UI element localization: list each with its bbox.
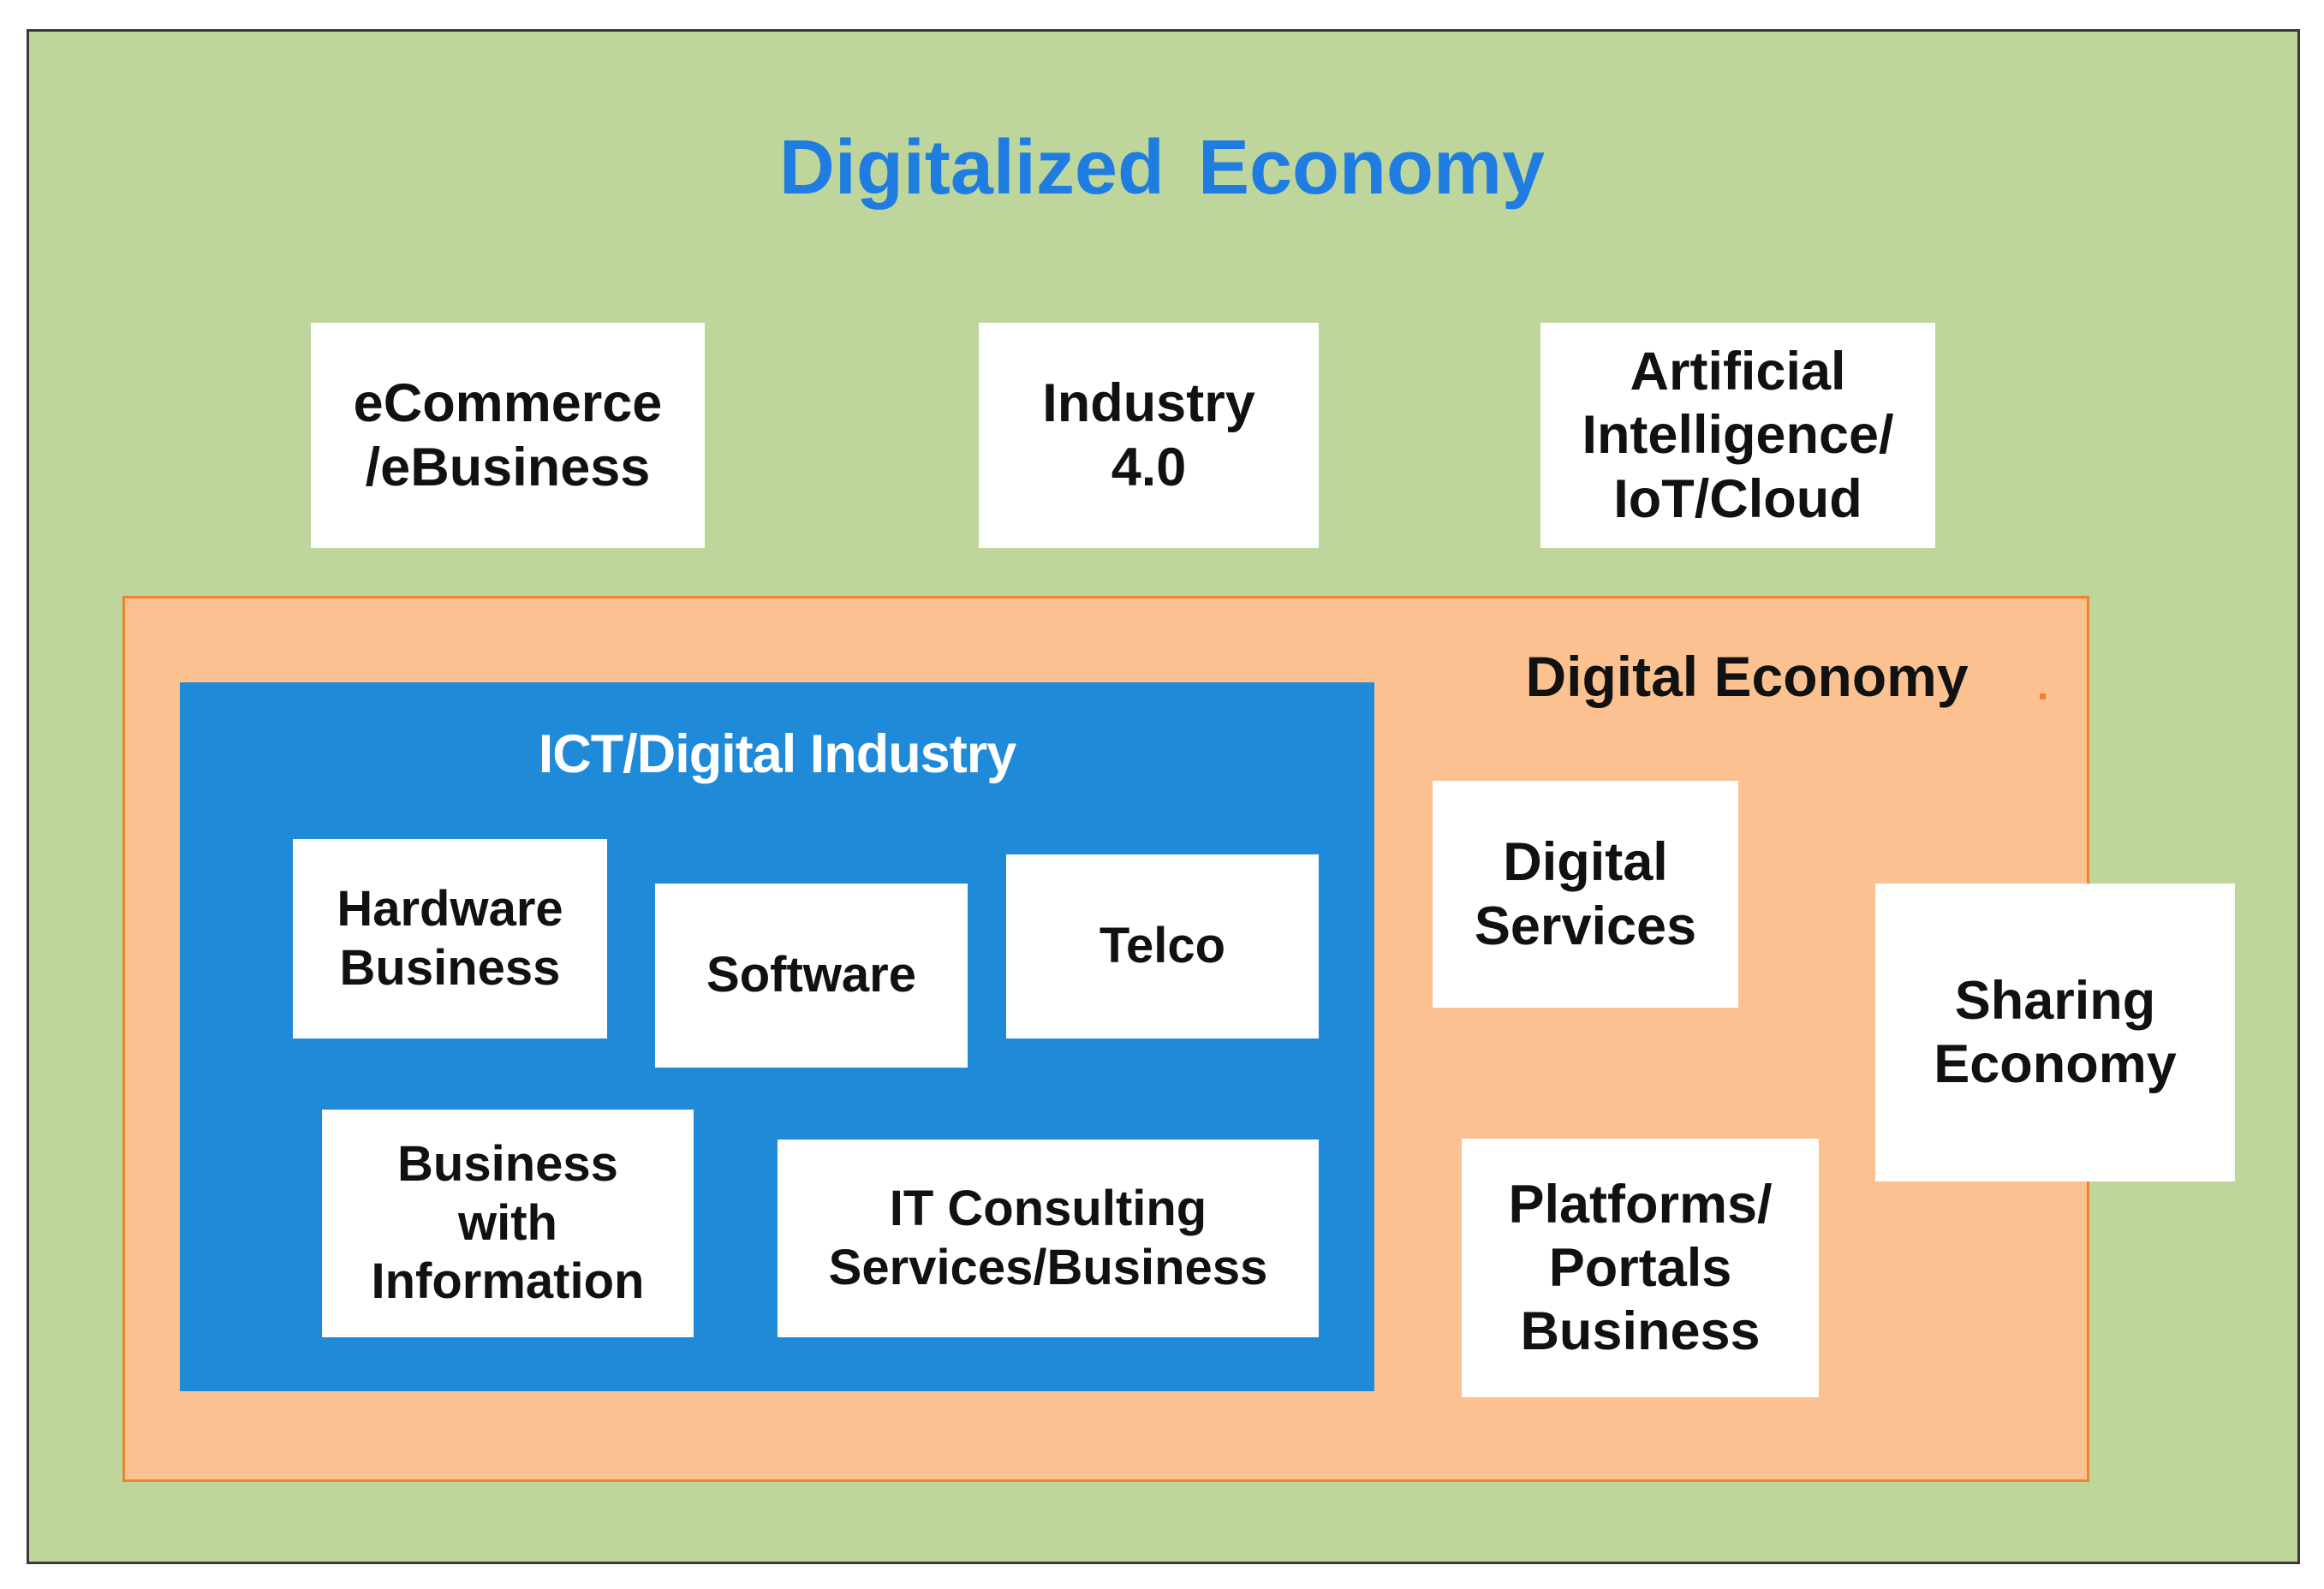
digital-economy-title: Digital Economy: [1525, 645, 1969, 708]
it-consulting-box: IT Consulting Services/Business: [778, 1140, 1319, 1337]
industry-box: Industry 4.0: [979, 323, 1319, 548]
sharing-economy-box: Sharing Economy: [1875, 884, 2235, 1181]
hardware-business-label: Hardware Business: [337, 881, 563, 996]
ict-digital-industry-title: ICT/Digital Industry: [538, 724, 1017, 784]
sharing-economy-label: Sharing Economy: [1934, 970, 2177, 1094]
industry-label: Industry 4.0: [1042, 373, 1255, 497]
platforms-portals-label: Platforms/ Portals Business: [1508, 1174, 1773, 1362]
ai-iot-cloud-box: Artificial Intelligence/ IoT/Cloud: [1540, 323, 1935, 548]
business-with-information-label: Business with Information: [371, 1136, 645, 1310]
it-consulting-label: IT Consulting Services/Business: [828, 1181, 1268, 1295]
software-label: Software: [706, 947, 916, 1003]
digital-services-label: Digital Services: [1474, 832, 1697, 956]
telco-label: Telco: [1099, 918, 1226, 974]
orange-dot-marker: [2040, 693, 2046, 699]
ai-iot-cloud-label: Artificial Intelligence/ IoT/Cloud: [1582, 342, 1894, 529]
software-box: Software: [655, 884, 968, 1068]
telco-box: Telco: [1006, 854, 1319, 1039]
digital-services-box: Digital Services: [1433, 781, 1738, 1008]
platforms-portals-box: Platforms/ Portals Business: [1462, 1139, 1819, 1397]
ecommerce-box: eCommerce /eBusiness: [311, 323, 705, 548]
business-with-information-box: Business with Information: [322, 1110, 694, 1337]
hardware-business-box: Hardware Business: [293, 839, 607, 1039]
diagram-title: Digitalized Economy: [778, 125, 1546, 211]
ecommerce-label: eCommerce /eBusiness: [353, 373, 663, 497]
